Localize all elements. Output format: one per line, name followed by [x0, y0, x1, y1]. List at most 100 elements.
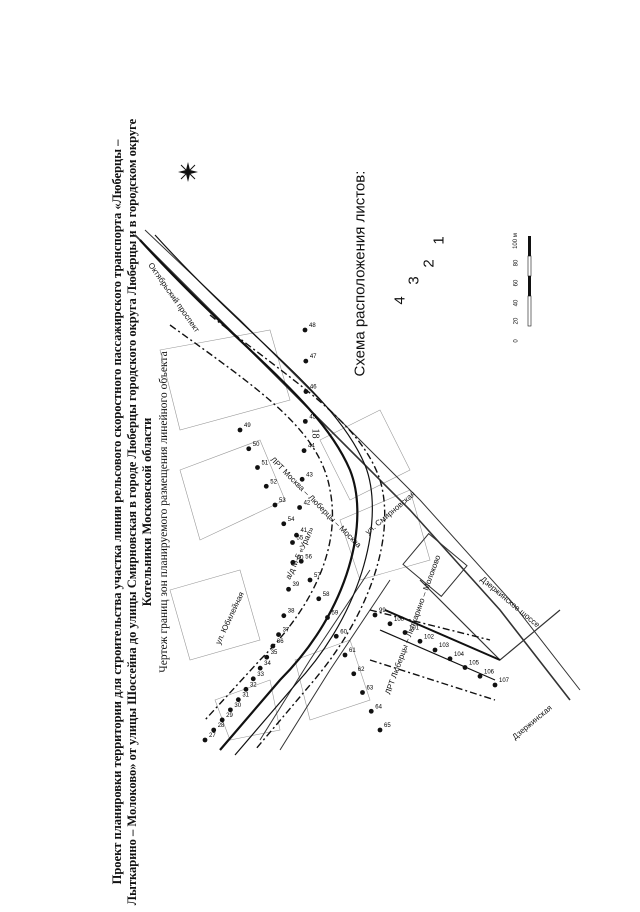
boundary-point-label: 47: [310, 354, 317, 360]
scale-tick-40: 40: [513, 299, 520, 307]
scale-tick-20: 20: [513, 317, 520, 325]
boundary-point-label: 103: [439, 643, 450, 649]
boundary-point: [342, 652, 348, 658]
boundary-point-label: 49: [244, 423, 251, 429]
sheet-2: 2: [420, 259, 438, 268]
boundary-point: [227, 707, 233, 713]
label-dzerzhinskoe: Дзержинское шоссе: [479, 575, 542, 630]
boundary-point: [264, 654, 270, 660]
boundary-point-label: 46: [310, 385, 317, 391]
boundary-point: [387, 621, 393, 627]
boundary-point: [372, 612, 378, 618]
boundary-point-label: 32: [250, 682, 257, 688]
boundary-point: [202, 737, 208, 743]
sheet-1: 1: [430, 236, 448, 245]
scale-tick-80: 80: [513, 259, 520, 267]
boundary-point-label: 33: [257, 672, 264, 678]
boundary-point: [360, 690, 365, 695]
plan-drawing: 2728293031323334353637383940414243444546…: [134, 162, 581, 756]
boundary-point-label: 101: [409, 626, 420, 632]
boundary-point-label: 64: [375, 704, 382, 710]
boundary-point-label: 63: [367, 686, 374, 692]
boundary-point-label: 100: [394, 617, 405, 623]
boundary-point-label: 107: [499, 678, 510, 684]
boundary-point-label: 56: [305, 554, 312, 560]
boundary-point: [211, 727, 217, 733]
boundary-point: [286, 586, 291, 592]
boundary-point-label: 62: [358, 667, 365, 673]
boundary-point-label: 51: [262, 461, 269, 467]
boundary-point-label: 59: [332, 611, 339, 617]
boundary-point: [302, 327, 308, 333]
boundary-point: [290, 540, 295, 545]
sheet-3: 3: [405, 276, 423, 285]
boundary-point-label: 57: [314, 573, 321, 579]
label-dzerzhinskaya: Дзержинская: [511, 703, 554, 741]
boundary-point: [235, 697, 241, 703]
m5-road: [259, 569, 371, 741]
boundary-point-label: 45: [309, 414, 316, 420]
label-oktyabrsky: Октябрьский проспект: [146, 261, 201, 334]
boundary-point-label: 27: [209, 733, 216, 739]
boundary-point-label: 65: [384, 723, 391, 729]
boundary-point-label: 43: [306, 472, 313, 478]
boundary-point: [303, 358, 309, 364]
boundary-point-label: 55: [297, 536, 304, 542]
boundary-point: [325, 615, 330, 620]
boundary-point: [447, 656, 453, 662]
boundary-point-label: 58: [323, 592, 330, 598]
boundary-point: [477, 673, 483, 679]
boundary-point-label: 40: [297, 555, 304, 561]
scale-tick-100: 100 м: [512, 233, 519, 249]
boundary-point-label: 37: [283, 628, 290, 634]
boundary-point: [377, 727, 383, 733]
zone-boundary: [169, 314, 496, 751]
lrt-track: [139, 234, 501, 756]
intersection-box: [402, 532, 468, 598]
boundary-point-label: 44: [308, 444, 315, 450]
boundary-point-label: 29: [226, 713, 233, 719]
boundary-point: [270, 643, 276, 649]
urban-background: [159, 329, 431, 741]
boundary-point: [290, 560, 296, 565]
label-yubileynaya: ул. Юбилейная: [214, 591, 246, 646]
boundary-point-label: 105: [469, 661, 480, 667]
boundary-point: [281, 613, 287, 619]
boundary-point: [263, 483, 269, 489]
boundary-point-label: 106: [484, 669, 495, 675]
boundary-point-label: 38: [288, 609, 295, 615]
scale-tick-0: 0: [513, 339, 520, 343]
boundary-point: [301, 448, 307, 454]
boundary-point: [402, 630, 408, 635]
boundary-point-label: 61: [349, 648, 356, 654]
boundary-point: [298, 558, 304, 564]
boundary-point-label: 34: [264, 661, 271, 667]
boundary-point: [276, 632, 281, 638]
boundary-point: [297, 505, 303, 510]
boundary-point: [417, 638, 423, 644]
boundary-point: [333, 633, 339, 639]
boundary-point: [255, 465, 260, 470]
boundary-point-label: 36: [277, 639, 284, 645]
boundary-point-label: 52: [270, 479, 277, 485]
boundary-point: [257, 665, 263, 671]
boundary-point-label: 30: [234, 703, 241, 709]
boundary-point-label: 102: [424, 634, 435, 640]
boundary-point-label: 42: [304, 500, 311, 506]
boundary-point-label: 39: [293, 582, 300, 588]
boundary-point-label: 41: [300, 528, 307, 534]
sheet-4: 4: [391, 296, 409, 305]
compass-rose-icon: [178, 162, 198, 182]
boundary-point-label: 99: [379, 608, 386, 614]
boundary-point: [351, 671, 357, 677]
boundary-point: [307, 577, 313, 583]
boundary-point-label: 104: [454, 652, 465, 658]
boundary-points: 2728293031323334353637383940414243444546…: [202, 323, 510, 743]
boundary-point-label: 60: [340, 629, 347, 635]
boundary-point-label: 31: [242, 693, 249, 699]
boundary-point: [237, 427, 243, 433]
boundary-point: [302, 418, 308, 424]
boundary-point-label: 54: [288, 517, 295, 523]
boundary-point-label: 53: [279, 498, 286, 504]
scheme-title: Схема расположения листов:: [351, 170, 369, 377]
